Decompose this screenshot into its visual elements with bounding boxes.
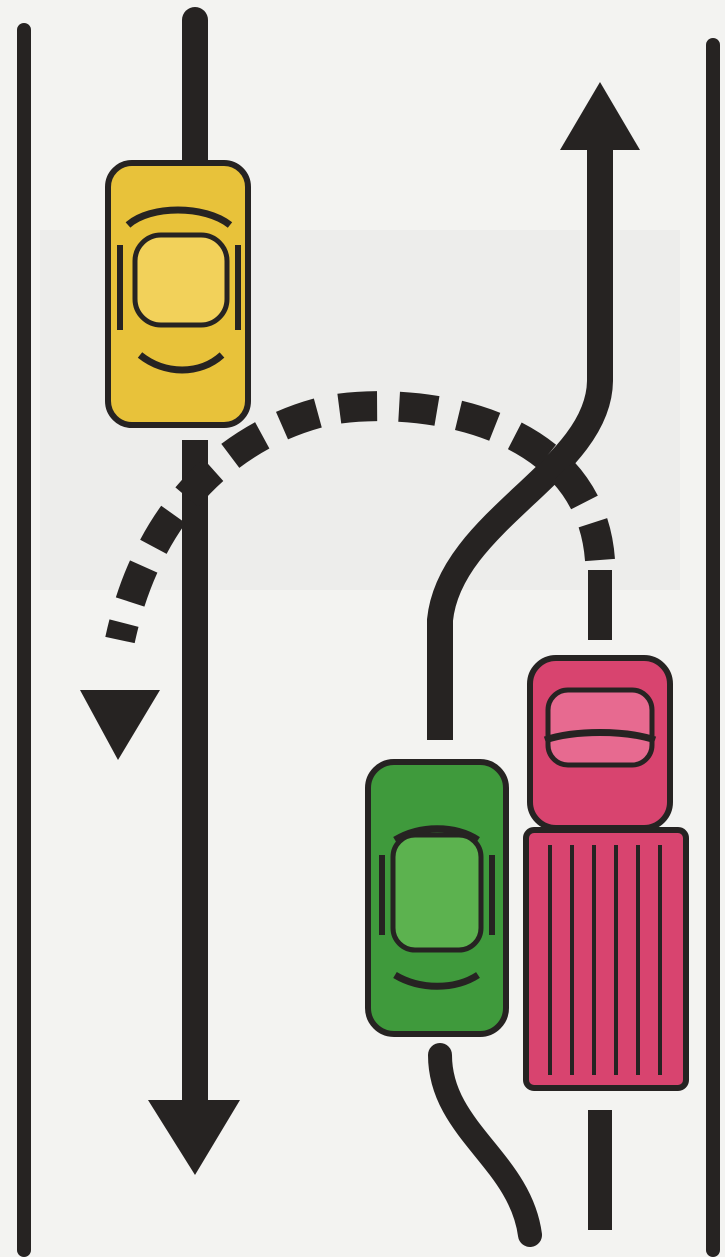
yellow-car: [108, 163, 248, 425]
pink-truck: [526, 658, 686, 1088]
green-car: [368, 762, 506, 1034]
